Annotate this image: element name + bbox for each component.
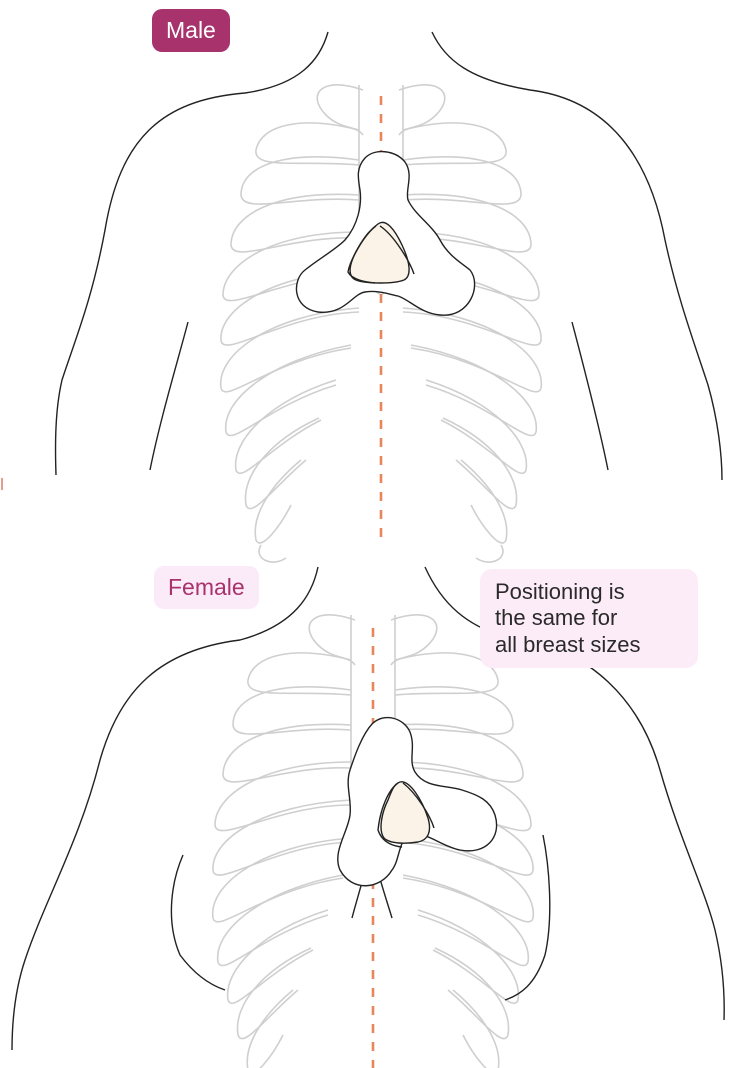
male-label: Male [152,9,230,52]
positioning-note: Positioning is the same for all breast s… [480,569,698,668]
male-figure [56,32,722,562]
female-label: Female [154,566,259,609]
female-sensor-pad [338,718,497,886]
